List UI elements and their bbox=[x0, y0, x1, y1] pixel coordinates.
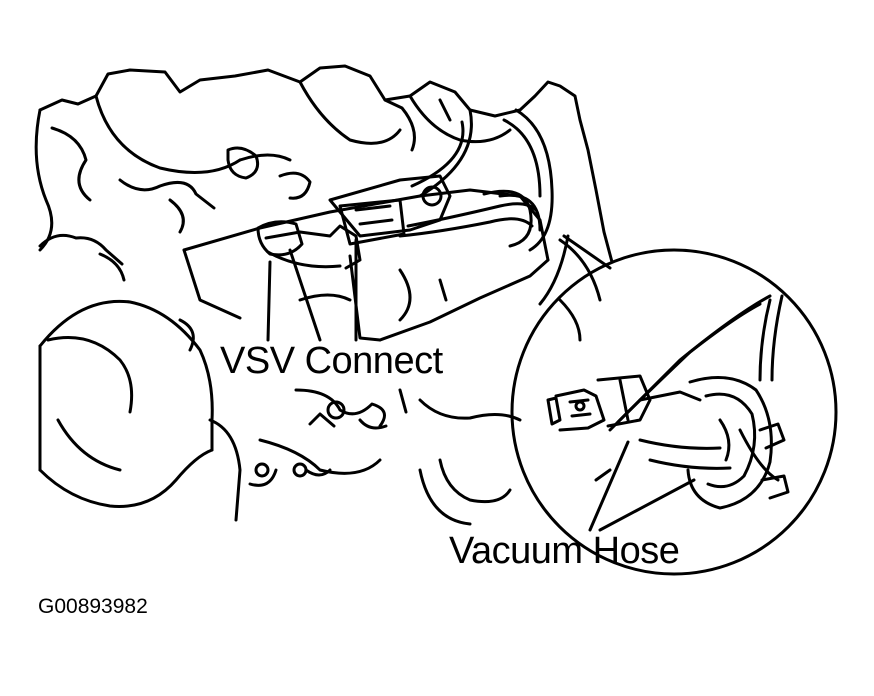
figure-id: G00893982 bbox=[38, 595, 148, 618]
engine-block-outline bbox=[34, 64, 614, 264]
oil-filter bbox=[38, 233, 214, 508]
vsv-assembly bbox=[182, 108, 554, 342]
vsv-connect-label: VSV Connect bbox=[220, 340, 443, 382]
detail-callout bbox=[510, 234, 838, 576]
lower-engine-details bbox=[178, 238, 602, 526]
vacuum-hose-label: Vacuum Hose bbox=[449, 530, 680, 572]
